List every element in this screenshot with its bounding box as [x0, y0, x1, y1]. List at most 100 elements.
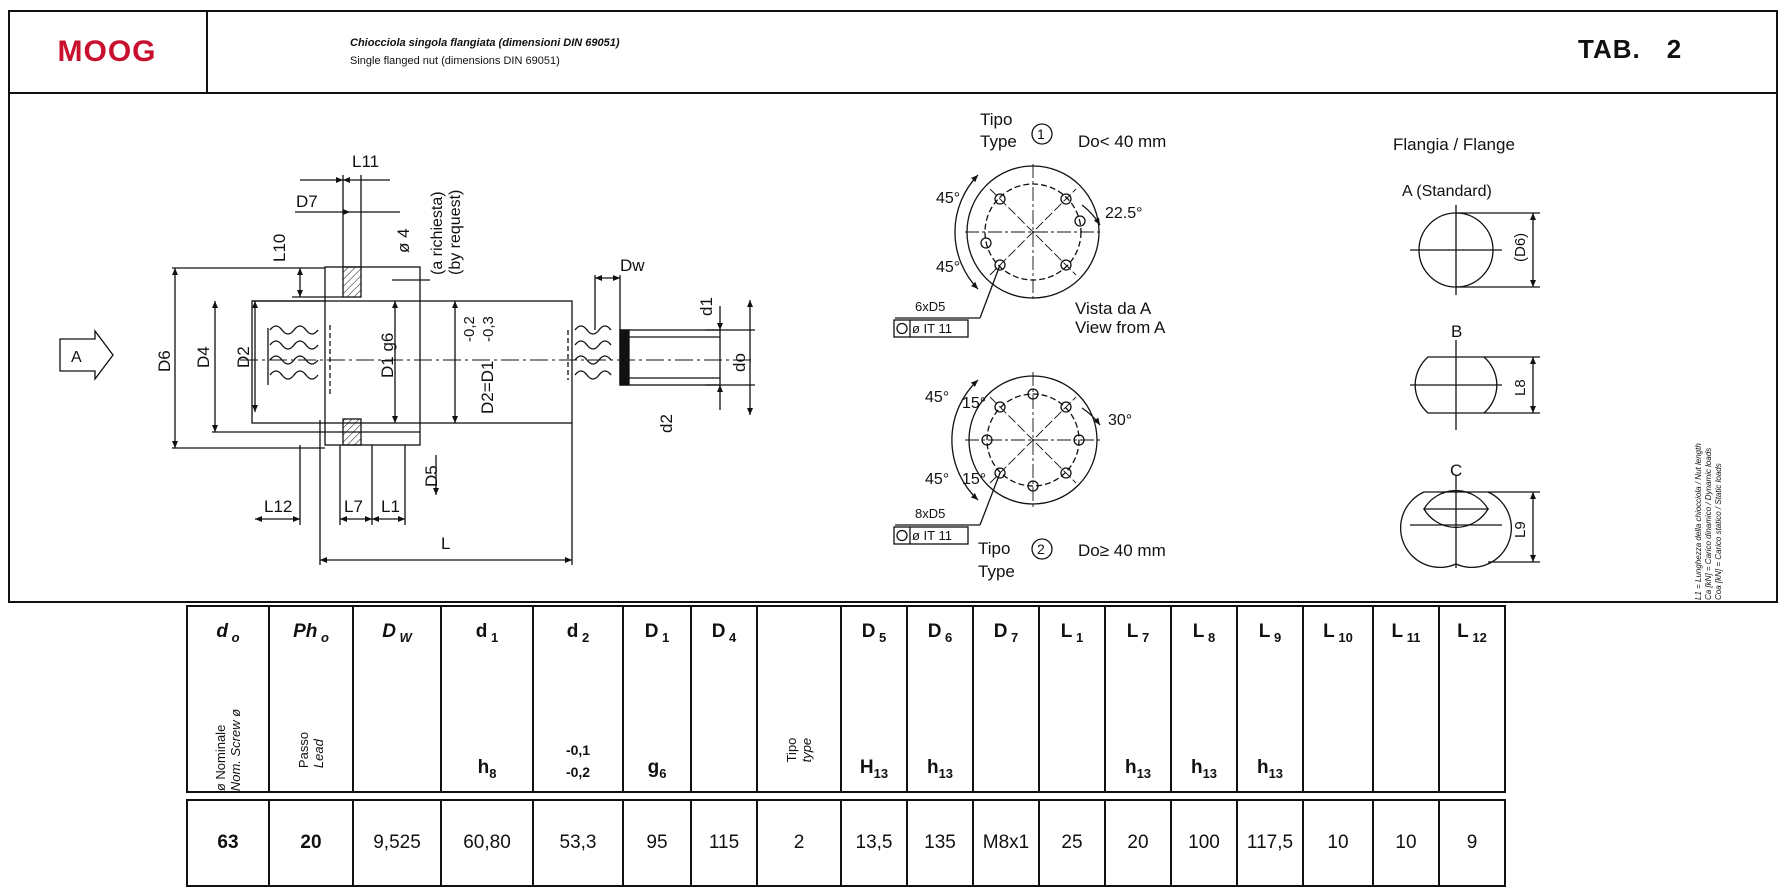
- column-symbol-sub: 4: [725, 629, 737, 645]
- column-symbol: D 5: [861, 621, 887, 645]
- spacer-cell: [841, 791, 907, 801]
- column-tolerance: H13: [859, 757, 889, 781]
- table-cell: 20: [1104, 799, 1172, 887]
- side-note: L1 = Lunghezza della chiocciola / Nut le…: [1694, 443, 1703, 600]
- column-symbol-sub: o: [228, 629, 240, 645]
- label-d1-g6: D1 g6: [378, 333, 397, 378]
- column-tolerance: h13: [926, 757, 954, 781]
- column-symbol-sub: 10: [1334, 629, 1353, 645]
- table-cell: 25: [1038, 799, 1106, 887]
- label-tol-b: -0,3: [480, 316, 497, 342]
- column-header: L 1: [1038, 605, 1106, 793]
- label-l12: L12: [264, 497, 292, 516]
- column-symbol: D 7: [993, 621, 1019, 645]
- spacer-cell: [187, 791, 269, 801]
- table-cell: 10: [1302, 799, 1374, 887]
- title-block: [8, 10, 1778, 94]
- type1-condition: Do< 40 mm: [1078, 132, 1166, 151]
- label-l1: L1: [381, 497, 400, 516]
- type1-type: Type: [980, 132, 1017, 151]
- flange-b-dim: L8: [1512, 379, 1529, 396]
- column-tolerance: -0,1-0,2: [565, 742, 591, 780]
- logo-cell: MOOG: [8, 10, 208, 94]
- column-header: D 4: [690, 605, 758, 793]
- column-tolerance: g6: [647, 757, 667, 781]
- column-header: D 6 h13: [906, 605, 974, 793]
- column-symbol: L 9: [1258, 621, 1282, 645]
- column-header: D 5 H13: [840, 605, 908, 793]
- label-do: do: [730, 353, 749, 372]
- type2-holes: 8xD5: [915, 506, 945, 521]
- type2-type: Type: [978, 562, 1015, 581]
- type1-holes: 6xD5: [915, 299, 945, 314]
- column-symbol: L 10: [1323, 621, 1353, 645]
- column-header: d 2 -0,1-0,2: [532, 605, 624, 793]
- column-symbol-sub: 11: [1403, 629, 1421, 645]
- column-symbol-sub: 1: [1072, 629, 1084, 645]
- label-dw: Dw: [620, 256, 645, 275]
- column-symbol: d 2: [566, 621, 590, 645]
- type1-angle-a: 45°: [936, 190, 960, 207]
- flange-b-label: B: [1451, 322, 1462, 341]
- column-symbol-sub: 8: [1204, 629, 1216, 645]
- column-symbol: Ph o: [293, 621, 329, 645]
- table-cell: 10: [1372, 799, 1440, 887]
- table-cell: 95: [622, 799, 692, 887]
- column-symbol: D 6: [927, 621, 953, 645]
- table-cell: 9: [1438, 799, 1506, 887]
- table-cell: 115: [690, 799, 758, 887]
- table-cell: 63: [186, 799, 270, 887]
- column-symbol: D W: [382, 621, 412, 645]
- type1-tolerance: ø IT 11: [912, 321, 952, 336]
- type2-angle-b: 15°: [962, 395, 986, 412]
- nut-body: [251, 300, 573, 424]
- column-tolerance: h13: [1124, 757, 1152, 781]
- label-l: L: [441, 534, 450, 553]
- column-symbol-sub: 12: [1468, 629, 1487, 645]
- tab-number: 2: [1666, 34, 1683, 64]
- table-cell: 100: [1170, 799, 1238, 887]
- column-header: L 12: [1438, 605, 1506, 793]
- column-header: L 11: [1372, 605, 1440, 793]
- label-tol-a: -0,2: [461, 316, 478, 342]
- moog-logo: MOOG: [57, 35, 157, 68]
- spacer-cell: [441, 791, 533, 801]
- column-tolerance: h13: [1256, 757, 1284, 781]
- flange-c-shape: [1422, 489, 1490, 529]
- table-cell: M8x1: [972, 799, 1040, 887]
- spacer-cell: [1171, 791, 1237, 801]
- type1-angle-c: 45°: [936, 259, 960, 276]
- label-d5: D5: [422, 465, 441, 487]
- flange-a-dim: (D6): [1512, 233, 1529, 262]
- document-subtitle: Chiocciola singola flangiata (dimensioni…: [350, 34, 620, 70]
- table-cell: 9,525: [352, 799, 442, 887]
- column-symbol-sub: 1: [658, 629, 670, 645]
- view-from-a: View from A: [1075, 318, 1166, 337]
- label-d2: D2: [234, 346, 253, 368]
- table-cell: 53,3: [532, 799, 624, 887]
- spacer-cell: [269, 791, 353, 801]
- spacer-cell: [1105, 791, 1171, 801]
- type2-angle-a: 45°: [925, 389, 949, 406]
- column-symbol-sub: 6: [941, 629, 953, 645]
- table-cell: 135: [906, 799, 974, 887]
- type1-tipo: Tipo: [980, 110, 1012, 129]
- type2-angle-d: 45°: [925, 471, 949, 488]
- column-symbol-sub: 1: [487, 629, 499, 645]
- vista-da-a: Vista da A: [1075, 299, 1152, 318]
- column-header: L 9 h13: [1236, 605, 1304, 793]
- label-d1: d1: [697, 297, 716, 316]
- table-spacer-row: [187, 791, 1505, 801]
- view-a-arrow-icon: [59, 329, 114, 381]
- spacer-cell: [1237, 791, 1303, 801]
- label-d2-lower: d2: [657, 414, 676, 433]
